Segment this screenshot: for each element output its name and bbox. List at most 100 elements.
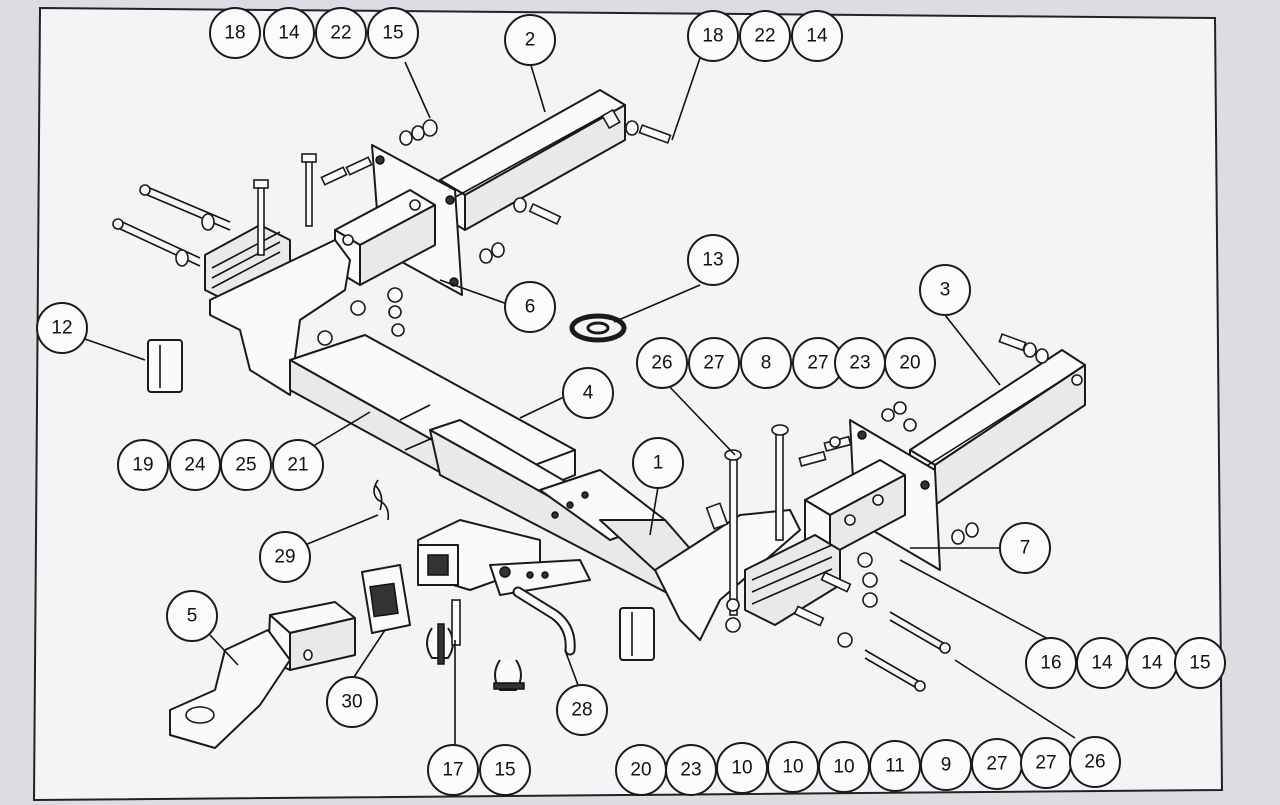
callout-label: 3: [940, 280, 951, 301]
callout-label: 23: [849, 353, 870, 374]
receiver-housing: [417, 519, 591, 596]
callout-label: 14: [278, 23, 300, 44]
callout-group-mid-row: 26 27 8 27 23 20: [636, 337, 936, 389]
callout-label: 15: [494, 760, 515, 781]
callout-label: 10: [731, 758, 752, 779]
callout: 18: [209, 7, 261, 59]
part-28-hitch-pin: [512, 586, 576, 656]
callout: 8: [740, 337, 792, 389]
callout-label: 9: [941, 755, 952, 776]
callout-label: 24: [184, 455, 206, 476]
part-5-ball-mount: [169, 601, 356, 749]
callout: 10: [767, 741, 819, 793]
callout-part-5: 5: [166, 590, 218, 642]
callout-label: 20: [630, 760, 651, 781]
callout-label: 13: [702, 250, 723, 271]
callout: 15: [1174, 637, 1226, 689]
callout: 14: [1076, 637, 1128, 689]
callout: 23: [665, 744, 717, 796]
callout: 18: [687, 10, 739, 62]
callout-label: 14: [1141, 653, 1163, 674]
callout-label: 2: [525, 30, 536, 51]
callout-group-left-row: 19 24 25 21: [117, 439, 324, 491]
leader-lines: [81, 57, 1076, 745]
callout-label: 22: [754, 26, 775, 47]
callout-label: 1: [653, 453, 664, 474]
callout-label: 14: [806, 26, 828, 47]
callout-part-29: 29: [259, 531, 311, 583]
callout-group-right-row: 16 14 14 15: [1025, 637, 1226, 689]
left-clamp-hardware: [112, 119, 672, 346]
callout: 20: [884, 337, 936, 389]
callout-label: 27: [807, 353, 828, 374]
callout-group-bottom-row: 20 23 10 10 10 11 9 27 27 26: [615, 736, 1121, 796]
part-29-clip: [373, 479, 390, 521]
callout-label: 12: [51, 318, 72, 339]
part-6-mount-plate: [334, 144, 463, 296]
callout-group-bottom-left: 17 15: [427, 744, 531, 796]
callout-part-3: 3: [919, 264, 971, 316]
callout: 10: [818, 741, 870, 793]
callout-part-2: 2: [504, 14, 556, 66]
callout-label: 8: [761, 353, 772, 374]
part-7-mount-plate: [804, 419, 941, 571]
callout: 10: [716, 742, 768, 794]
callout-label: 10: [833, 757, 854, 778]
callout: 26: [636, 337, 688, 389]
callout-part-7: 7: [999, 522, 1051, 574]
callout-label: 20: [899, 353, 920, 374]
callout: 15: [479, 744, 531, 796]
callout: 20: [615, 744, 667, 796]
callout-part-13: 13: [687, 234, 739, 286]
callout-part-6: 6: [504, 281, 556, 333]
callout-label: 15: [382, 23, 403, 44]
callout-label: 27: [703, 353, 724, 374]
callout: 27: [1020, 737, 1072, 789]
callout: 27: [688, 337, 740, 389]
callout-label: 7: [1020, 538, 1031, 559]
callout-label: 28: [571, 700, 592, 721]
callout-label: 14: [1091, 653, 1113, 674]
callout-label: 11: [885, 756, 905, 777]
callout: 22: [315, 7, 367, 59]
callout: 17: [427, 744, 479, 796]
part-13-spring-ring: [569, 313, 627, 343]
callout: 11: [869, 740, 921, 792]
callout-label: 27: [986, 754, 1007, 775]
callout-part-12: 12: [36, 302, 88, 354]
callout-label: 18: [702, 26, 723, 47]
callout-label: 27: [1035, 753, 1056, 774]
callout-label: 4: [583, 383, 594, 404]
callout: 21: [272, 439, 324, 491]
callout-part-30: 30: [326, 676, 378, 728]
callout-part-28: 28: [556, 684, 608, 736]
callout-label: 17: [442, 760, 463, 781]
callout-label: 19: [132, 455, 153, 476]
callout: 9: [920, 739, 972, 791]
callout-group-top-right: 18 22 14: [687, 10, 843, 62]
callout: 19: [117, 439, 169, 491]
callout: 14: [1126, 637, 1178, 689]
callout-label: 21: [287, 455, 308, 476]
callout: 15: [367, 7, 419, 59]
part-30-cover: [361, 564, 411, 634]
callout-group-top-left: 18 14 22 15: [209, 7, 419, 59]
shackles: [426, 599, 525, 691]
part-2-upper-arm: [439, 89, 626, 231]
part-12-end-cap: [147, 339, 183, 393]
callout: 26: [1069, 736, 1121, 788]
part-1-main-beam: [429, 419, 801, 641]
callout: 23: [834, 337, 886, 389]
spare-end-cap: [619, 607, 655, 661]
callout-label: 10: [782, 757, 803, 778]
callout-label: 5: [187, 606, 198, 627]
callout-label: 25: [235, 455, 256, 476]
callout-label: 26: [1084, 752, 1105, 773]
callout: 24: [169, 439, 221, 491]
callout: 14: [263, 7, 315, 59]
right-clamp-hardware: [705, 401, 979, 692]
callout: 27: [792, 337, 844, 389]
callout-label: 30: [341, 692, 362, 713]
